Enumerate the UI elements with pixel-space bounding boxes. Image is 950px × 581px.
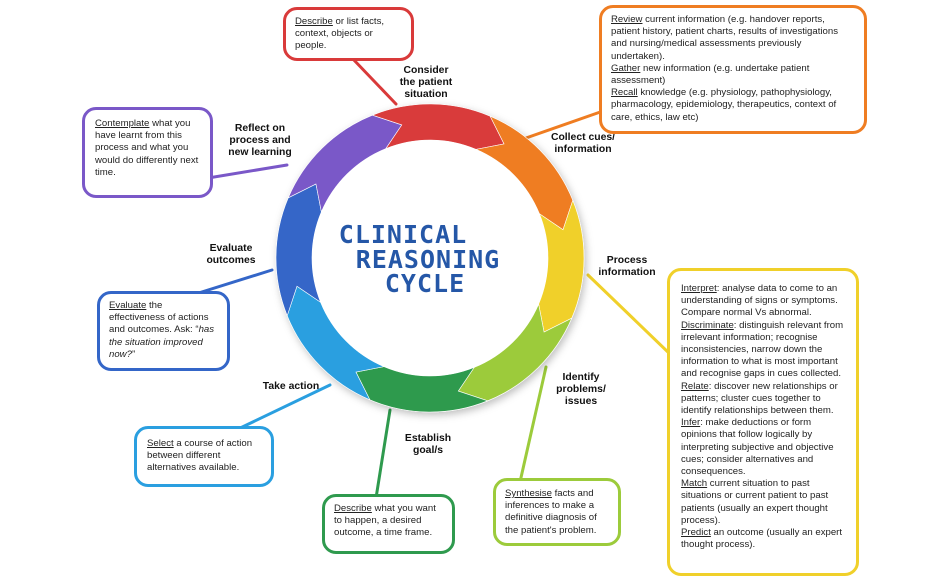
stage-label-process: Process information (598, 255, 656, 278)
callout-evaluate-close-quote: ” (131, 348, 136, 360)
stage-label-collect: Collect cues/ information (550, 132, 616, 155)
callout-process-match-keyword: Match (681, 478, 708, 490)
callout-consider: Describe or list facts, context, objects… (283, 7, 414, 61)
callout-evaluate-question: has the situation improved now? (109, 324, 215, 360)
stage-label-evaluate: Evaluate outcomes (206, 243, 256, 266)
callout-process-infer-text: : make deductions or form opinions that … (681, 417, 834, 478)
callout-evaluate-keyword: Evaluate (109, 300, 147, 311)
cycle-center (312, 140, 548, 376)
callout-collect: Review current information (e.g. handove… (599, 5, 867, 134)
callout-collect-recall-text: knowledge (e.g. physiology, pathophysiol… (611, 87, 837, 123)
stage-label-action: Take action (262, 381, 320, 392)
cycle-title: CLINICAL REASONING CYCLE (339, 220, 500, 298)
callout-process-interpret-keyword: Interpret (681, 283, 717, 294)
callout-process-infer-keyword: Infer (681, 417, 701, 429)
callout-identify-keyword: Synthesise (505, 488, 552, 499)
callout-reflect-text: what you have learnt from this process a… (95, 118, 199, 178)
callout-process-match-text: current situation to past situations or … (681, 478, 829, 526)
connector-collect (524, 108, 608, 140)
callout-evaluate: Evaluate the effectiveness of actions an… (97, 291, 230, 371)
cycle-ring (275, 103, 585, 413)
stage-label-establish: Establish goal/s (404, 433, 452, 456)
callout-process-interpret-text: : analyse data to come to an understandi… (681, 283, 838, 319)
callout-action-text: a course of action between different alt… (147, 438, 253, 474)
callout-consider-text: or list facts, context, objects or peopl… (295, 16, 385, 52)
callout-establish: Describe what you want to happen, a desi… (322, 494, 455, 554)
callout-action-keyword: Select (147, 438, 174, 449)
callout-collect-gather-keyword: Gather (611, 62, 641, 74)
connector-establish (374, 408, 392, 500)
callout-process-relate-text: : discover new relationships or patterns… (681, 380, 838, 417)
callout-reflect-keyword: Contemplate (95, 118, 150, 129)
connector-consider (350, 56, 398, 106)
callout-process-relate-keyword: Relate (681, 380, 709, 392)
callout-collect-review-keyword: Review (611, 14, 643, 25)
callout-process: Interpret: analyse data to come to an un… (667, 268, 859, 576)
callout-establish-text: what you want to happen, a desired outco… (334, 503, 436, 539)
callout-process-predict-text: an outcome (usually an expert thought pr… (681, 527, 843, 551)
callout-collect-gather-text: new information (e.g. undertake patient … (611, 62, 810, 87)
callout-process-predict-keyword: Predict (681, 527, 711, 539)
callout-action: Select a course of action between differ… (134, 426, 274, 487)
connector-identify (518, 365, 548, 484)
callout-identify: Synthesise facts and inferences to make … (493, 478, 621, 546)
stage-label-reflect: Reflect on process and new learning (228, 123, 292, 158)
title-line-1: CLINICAL (339, 220, 467, 249)
title-line-3: CYCLE (385, 269, 465, 298)
callout-evaluate-text: the effectiveness of actions and outcome… (109, 300, 209, 336)
callout-process-discriminate-text: : distinguish relevant from irrelevant i… (681, 319, 844, 380)
connector-process (586, 273, 673, 357)
callout-consider-keyword: Describe (295, 16, 333, 27)
stage-label-consider: Consider the patient situation (399, 65, 453, 100)
connector-action (234, 383, 332, 432)
callout-process-discriminate-keyword: Discriminate (681, 319, 734, 331)
callout-collect-recall-keyword: Recall (611, 87, 638, 99)
callout-reflect: Contemplate what you have learnt from th… (82, 107, 213, 198)
title-line-2: REASONING (356, 245, 500, 274)
callout-collect-review-text: current information (e.g. handover repor… (611, 14, 838, 62)
stage-label-identify: Identify problems/ issues (556, 372, 606, 407)
callout-identify-text: facts and inferences to make a definitiv… (505, 488, 597, 536)
callout-establish-keyword: Describe (334, 503, 372, 514)
